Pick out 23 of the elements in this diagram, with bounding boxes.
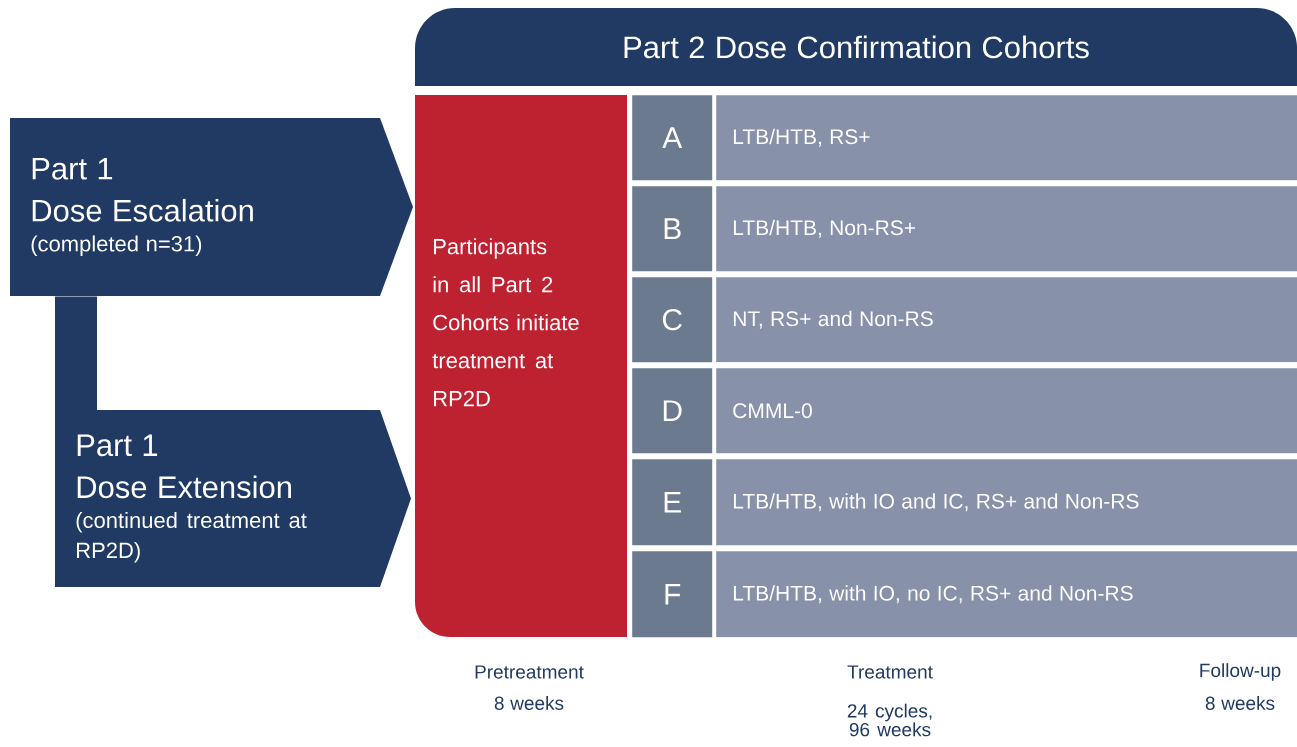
phase-label: 8 weeks (494, 696, 564, 710)
cohort-letter-box: D (632, 368, 713, 454)
cohort-row: CMML-0 (716, 368, 1297, 454)
header-band: Part 2 Dose Confirmation Cohorts (415, 8, 1297, 86)
cohort-letter-box: E (632, 459, 713, 546)
phase-label: Follow-up (1200, 663, 1281, 681)
participants-box: Participants in all Part 2 Cohorts initiate treatment at RP2D (415, 95, 627, 637)
cohort-row: LTB/HTB, RS+ (716, 95, 1297, 181)
cohort-letter-box: B (632, 186, 713, 272)
cohort-row: LTB/HTB, Non-RS+ (716, 186, 1297, 272)
cohort-letter-box: F (632, 551, 713, 638)
cohort-row: LTB/HTB, with IO, no IC, RS+ and Non-RS (716, 551, 1297, 638)
phase-label: 8 weeks (1205, 696, 1275, 710)
cohort-row: NT, RS+ and Non-RS (716, 277, 1297, 363)
cohort-letter-box: C (632, 277, 713, 363)
phase-label: Treatment (847, 665, 933, 679)
arrow-box: Part 1 Dose Escalation (completed n=31) (10, 118, 413, 296)
cohort-row: LTB/HTB, with IO and IC, RS+ and Non-RS (716, 459, 1297, 546)
phase-label: 24 cycles, 96 weeks (847, 703, 932, 737)
connector-bar (55, 296, 97, 410)
arrow-box: Part 1 Dose Extension (continued treatment at RP2D) (55, 410, 411, 587)
cohort-letter-box: A (632, 95, 713, 181)
phase-label: Pretreatment (475, 665, 584, 679)
